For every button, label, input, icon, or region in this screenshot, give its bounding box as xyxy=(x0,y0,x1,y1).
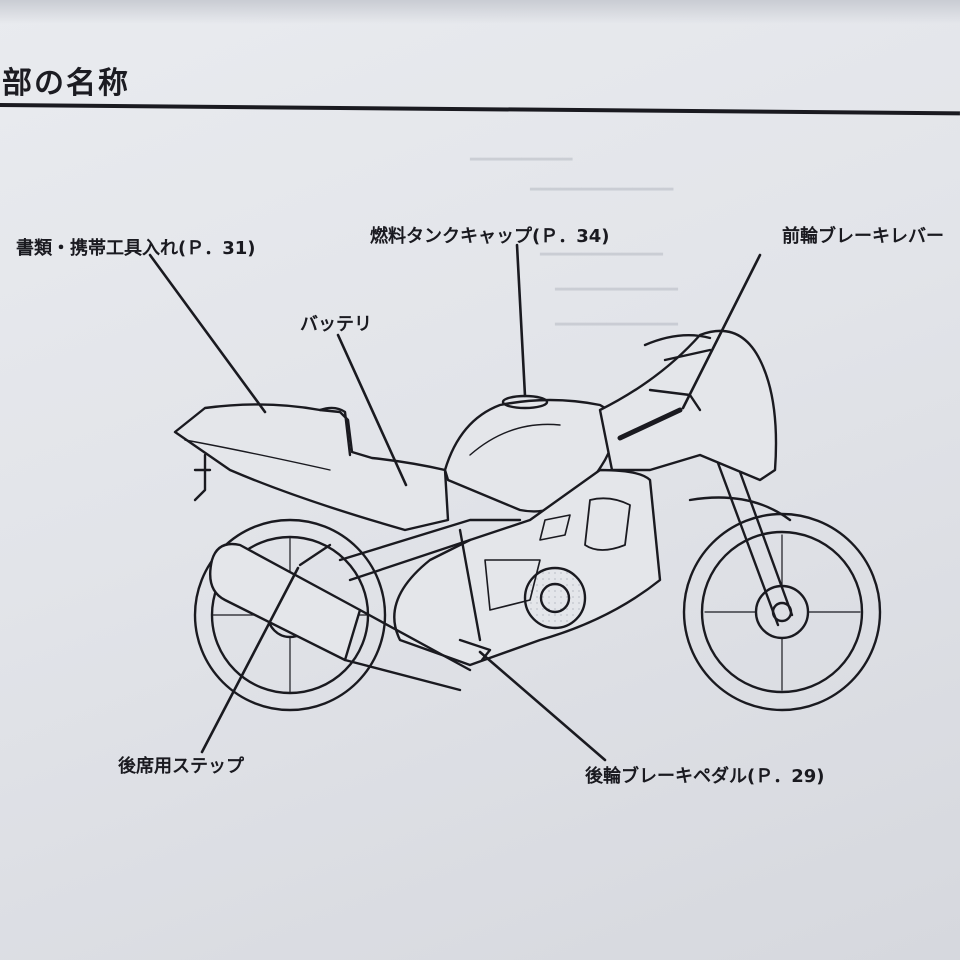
front-wheel xyxy=(682,512,882,712)
page-shadow xyxy=(0,0,960,24)
bleed-through-text: ━━━━━━━━━━━━━━ xyxy=(530,180,674,200)
front-brake-lever-label: 前輪ブレーキレバー xyxy=(782,226,944,247)
passenger-footpeg-label: 後席用ステップ xyxy=(118,756,244,777)
exhaust-muffler xyxy=(208,542,472,692)
front-fairing xyxy=(393,329,778,667)
bleed-through-text: ━━━━━━━━━━━━ xyxy=(555,280,678,300)
bleed-through-text: ━━━━━━━━━━━━ xyxy=(555,315,678,335)
fuel-cap-label: 燃料タンクキャップ(Ｐ．34) xyxy=(370,226,610,247)
battery-label: バッテリ xyxy=(300,314,372,335)
rear-brake-pedal-label: 後輪ブレーキペダル(Ｐ．29) xyxy=(585,766,825,787)
page-title: 部の名称 xyxy=(2,66,130,101)
passenger-footpeg xyxy=(298,543,332,567)
front-fork xyxy=(688,448,794,627)
bleed-through-text: ━━━━━━━━━━━━ xyxy=(540,245,663,265)
leader-lines xyxy=(148,243,762,762)
document-case-label: 書類・携帯工具入れ(Ｐ．31) xyxy=(16,238,256,259)
tail-cowl xyxy=(173,403,450,532)
bleed-through-text: ━━━━━━━━━━ xyxy=(470,150,573,170)
frame-engine xyxy=(338,518,587,642)
